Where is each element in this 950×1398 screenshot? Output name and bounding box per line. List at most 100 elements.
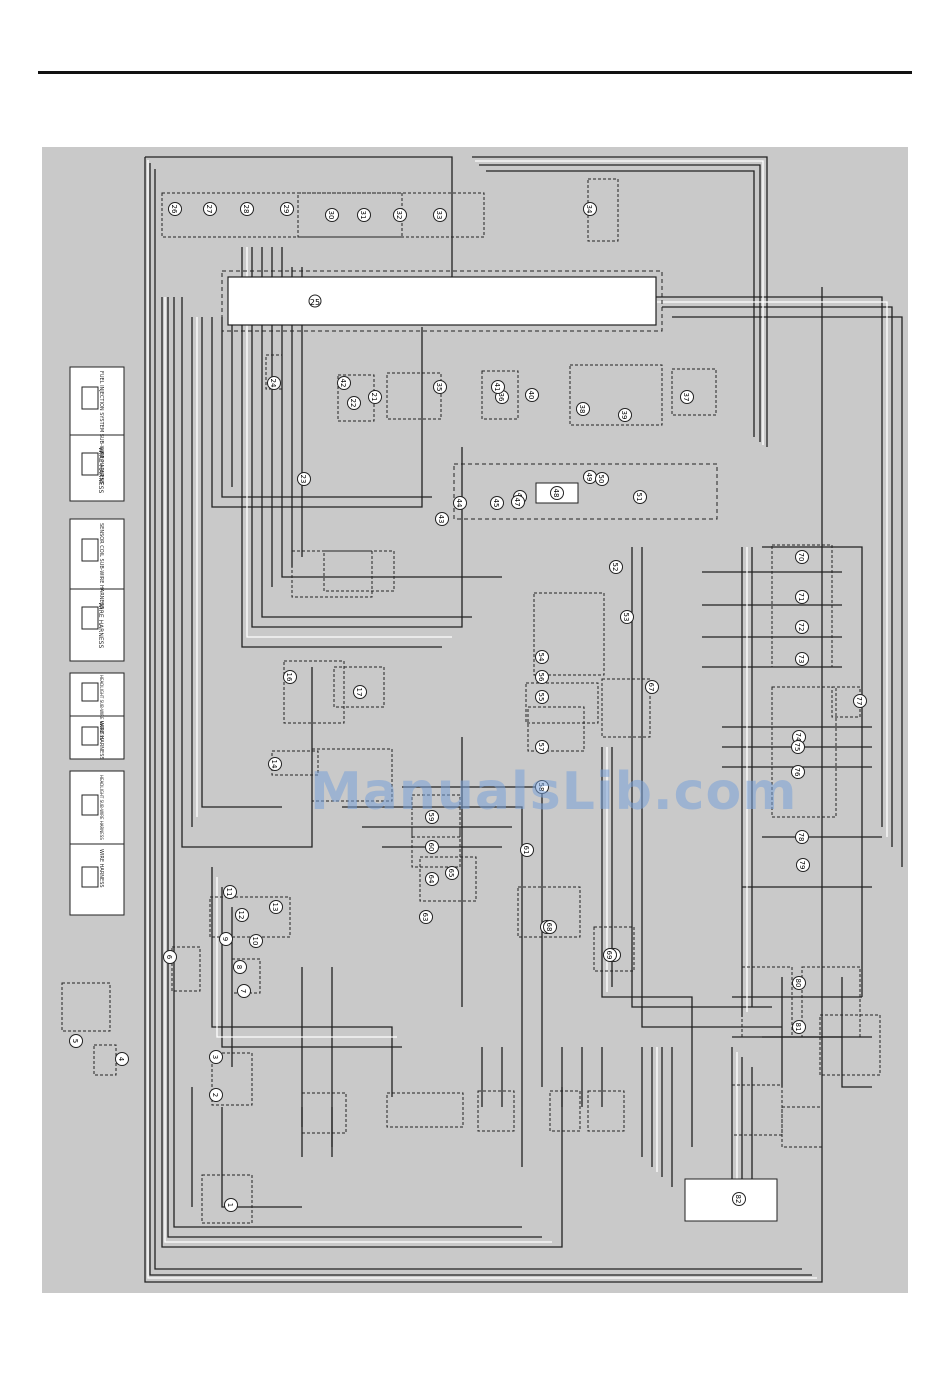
component-frame [337, 374, 375, 422]
component-callout-6: 6 [163, 950, 177, 964]
svg-text:14: 14 [270, 760, 278, 769]
component-callout-63: 63 [419, 910, 433, 924]
component-callout-47: 47 [511, 495, 525, 509]
component-frame [477, 1090, 515, 1132]
svg-text:79: 79 [798, 861, 806, 870]
svg-text:55: 55 [537, 693, 545, 702]
svg-text:49: 49 [585, 473, 593, 482]
watermark: ManualsLib.com [310, 762, 798, 822]
component-callout-31: 31 [357, 208, 371, 222]
svg-text:65: 65 [447, 869, 455, 878]
component-callout-43: 43 [435, 512, 449, 526]
svg-text:56: 56 [537, 673, 545, 682]
svg-text:31: 31 [359, 211, 367, 220]
legend-text-1-right: FUEL INJECTION SYSTEM SUB-WIRE HARNESS [98, 371, 104, 485]
component-callout-72: 72 [795, 620, 809, 634]
svg-text:69: 69 [605, 951, 613, 960]
component-callout-17: 17 [353, 685, 367, 699]
legend-text-4-right: HEADLIGHT SUB-WIRE HARNESS [99, 775, 104, 840]
top-rule [38, 71, 912, 74]
svg-text:26: 26 [170, 205, 178, 214]
component-callout-41: 41 [491, 380, 505, 394]
svg-text:10: 10 [251, 937, 259, 946]
component-callout-65: 65 [445, 866, 459, 880]
component-callout-5: 5 [69, 1034, 83, 1048]
svg-text:47: 47 [513, 498, 521, 507]
svg-text:6: 6 [165, 955, 173, 960]
svg-text:43: 43 [437, 515, 445, 524]
component-callout-77: 77 [853, 694, 867, 708]
component-callout-68: 68 [543, 920, 557, 934]
component-frame [533, 592, 605, 676]
component-frame [386, 1092, 464, 1128]
component-callout-48: 48 [550, 486, 564, 500]
component-frame [201, 1174, 253, 1224]
component-callout-59: 59 [425, 810, 439, 824]
component-callout-12: 12 [235, 908, 249, 922]
component-callout-44: 44 [453, 496, 467, 510]
svg-text:70: 70 [797, 553, 805, 562]
component-frame [587, 1090, 625, 1132]
component-callout-28: 28 [240, 202, 254, 216]
svg-text:11: 11 [225, 888, 233, 897]
svg-text:50: 50 [597, 475, 605, 484]
svg-text:21: 21 [370, 393, 378, 402]
harness-legend [69, 366, 125, 916]
component-callout-78: 78 [795, 830, 809, 844]
component-frame [771, 544, 833, 668]
component-callout-11: 11 [223, 885, 237, 899]
svg-text:22: 22 [349, 399, 357, 408]
component-frame [386, 372, 442, 420]
component-callout-30: 30 [325, 208, 339, 222]
svg-text:48: 48 [552, 489, 560, 498]
legend-text-4-left: WIRE HARNESS [98, 849, 104, 888]
svg-text:68: 68 [545, 923, 553, 932]
svg-text:32: 32 [395, 211, 403, 220]
component-frames [61, 178, 881, 1224]
component-callout-50: 50 [595, 472, 609, 486]
svg-text:71: 71 [797, 593, 805, 602]
component-frame [209, 896, 291, 938]
svg-text:82: 82 [734, 1195, 742, 1204]
component-callout-39: 39 [618, 408, 632, 422]
component-frame [517, 886, 581, 938]
svg-text:60: 60 [427, 843, 435, 852]
component-callout-69: 69 [603, 948, 617, 962]
component-callout-32: 32 [393, 208, 407, 222]
svg-text:34: 34 [585, 205, 593, 214]
svg-text:29: 29 [282, 205, 290, 214]
svg-text:80: 80 [794, 979, 802, 988]
svg-text:5: 5 [71, 1039, 79, 1043]
svg-text:59: 59 [427, 813, 435, 822]
component-callout-51: 51 [633, 490, 647, 504]
svg-text:57: 57 [537, 743, 545, 752]
component-frame [731, 1084, 783, 1136]
svg-text:2: 2 [211, 1093, 219, 1097]
ecu-callout [308, 294, 322, 308]
svg-text:39: 39 [620, 411, 628, 420]
component-callout-16: 16 [283, 670, 297, 684]
component-callout-14: 14 [268, 757, 282, 771]
svg-text:45: 45 [492, 499, 500, 508]
component-frame [411, 826, 461, 868]
svg-text:58: 58 [537, 783, 545, 792]
component-frame [671, 368, 717, 416]
svg-text:4: 4 [117, 1057, 125, 1062]
component-callout-38: 38 [576, 402, 590, 416]
component-callout-61: 61 [520, 843, 534, 857]
svg-text:44: 44 [455, 499, 463, 508]
component-callout-21: 21 [368, 390, 382, 404]
svg-text:76: 76 [793, 768, 801, 777]
component-callout-75: 75 [791, 740, 805, 754]
component-callout-13: 13 [269, 900, 283, 914]
component-callout-70: 70 [795, 550, 809, 564]
svg-text:17: 17 [355, 688, 363, 697]
svg-text:54: 54 [537, 653, 545, 662]
meter-outline [453, 463, 718, 520]
component-frame [171, 946, 201, 992]
svg-text:27: 27 [205, 205, 213, 214]
component-frame [311, 748, 393, 802]
component-frame [481, 370, 519, 420]
svg-text:61: 61 [522, 846, 530, 855]
component-frame [549, 1090, 581, 1132]
